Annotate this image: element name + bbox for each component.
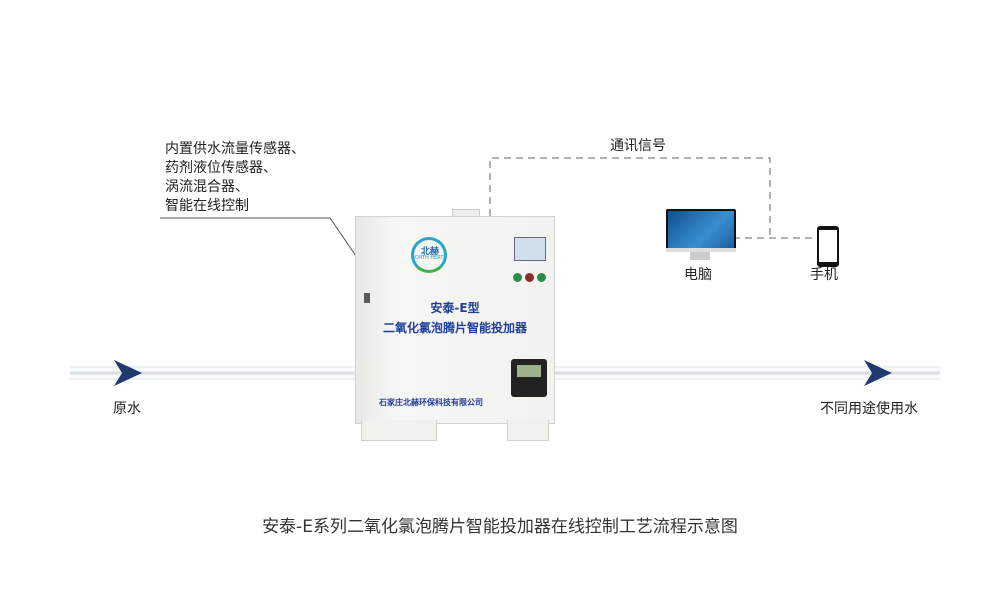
annotation-leader-line: [160, 217, 357, 257]
machine-company: 石家庄北赫环保科技有限公司: [379, 398, 483, 407]
pump-controller: [511, 359, 547, 397]
logo-en: NORTH HERTZ: [411, 255, 447, 261]
machine-model: 安泰-E型: [430, 301, 480, 315]
signal-dashed-line: [489, 157, 771, 238]
inlet-label: 原水: [113, 401, 141, 417]
machine-foot-left: [361, 420, 437, 441]
machine-product: 二氧化氯泡腾片智能投加器: [382, 321, 527, 335]
computer-icon: [666, 209, 736, 250]
feature-annotation: 内置供水流量传感器、 药剂液位传感器、 涡流混合器、 智能在线控制: [165, 140, 305, 216]
outlet-label: 不同用途使用水: [820, 401, 918, 417]
annotation-line: 涡流混合器、: [165, 179, 249, 195]
logo-text: 北赫: [420, 247, 439, 257]
computer-stand: [690, 252, 710, 260]
inlet-arrow-icon: [114, 360, 142, 386]
computer-chin: [666, 248, 736, 252]
control-display: [514, 237, 546, 261]
machine-foot-right: [507, 420, 549, 441]
logo-icon: [411, 237, 447, 273]
phone-label: 手机: [810, 267, 838, 283]
side-port: [364, 293, 370, 303]
phone-icon: [817, 226, 839, 267]
outlet-arrow-icon: [864, 360, 892, 386]
green-button[interactable]: [537, 273, 546, 282]
signal-label: 通讯信号: [610, 138, 666, 154]
green-button[interactable]: [513, 273, 522, 282]
dosing-machine: 北赫 NORTH HERTZ 安泰-E型 二氧化氯泡腾片智能投加器 石家庄北赫环…: [355, 216, 555, 424]
annotation-line: 药剂液位传感器、: [165, 160, 277, 176]
red-button[interactable]: [525, 273, 534, 282]
annotation-line: 智能在线控制: [165, 198, 249, 214]
diagram-caption: 安泰-E系列二氧化氯泡腾片智能投加器在线控制工艺流程示意图: [262, 517, 738, 537]
annotation-line: 内置供水流量传感器、: [165, 141, 305, 157]
computer-label: 电脑: [684, 267, 712, 283]
